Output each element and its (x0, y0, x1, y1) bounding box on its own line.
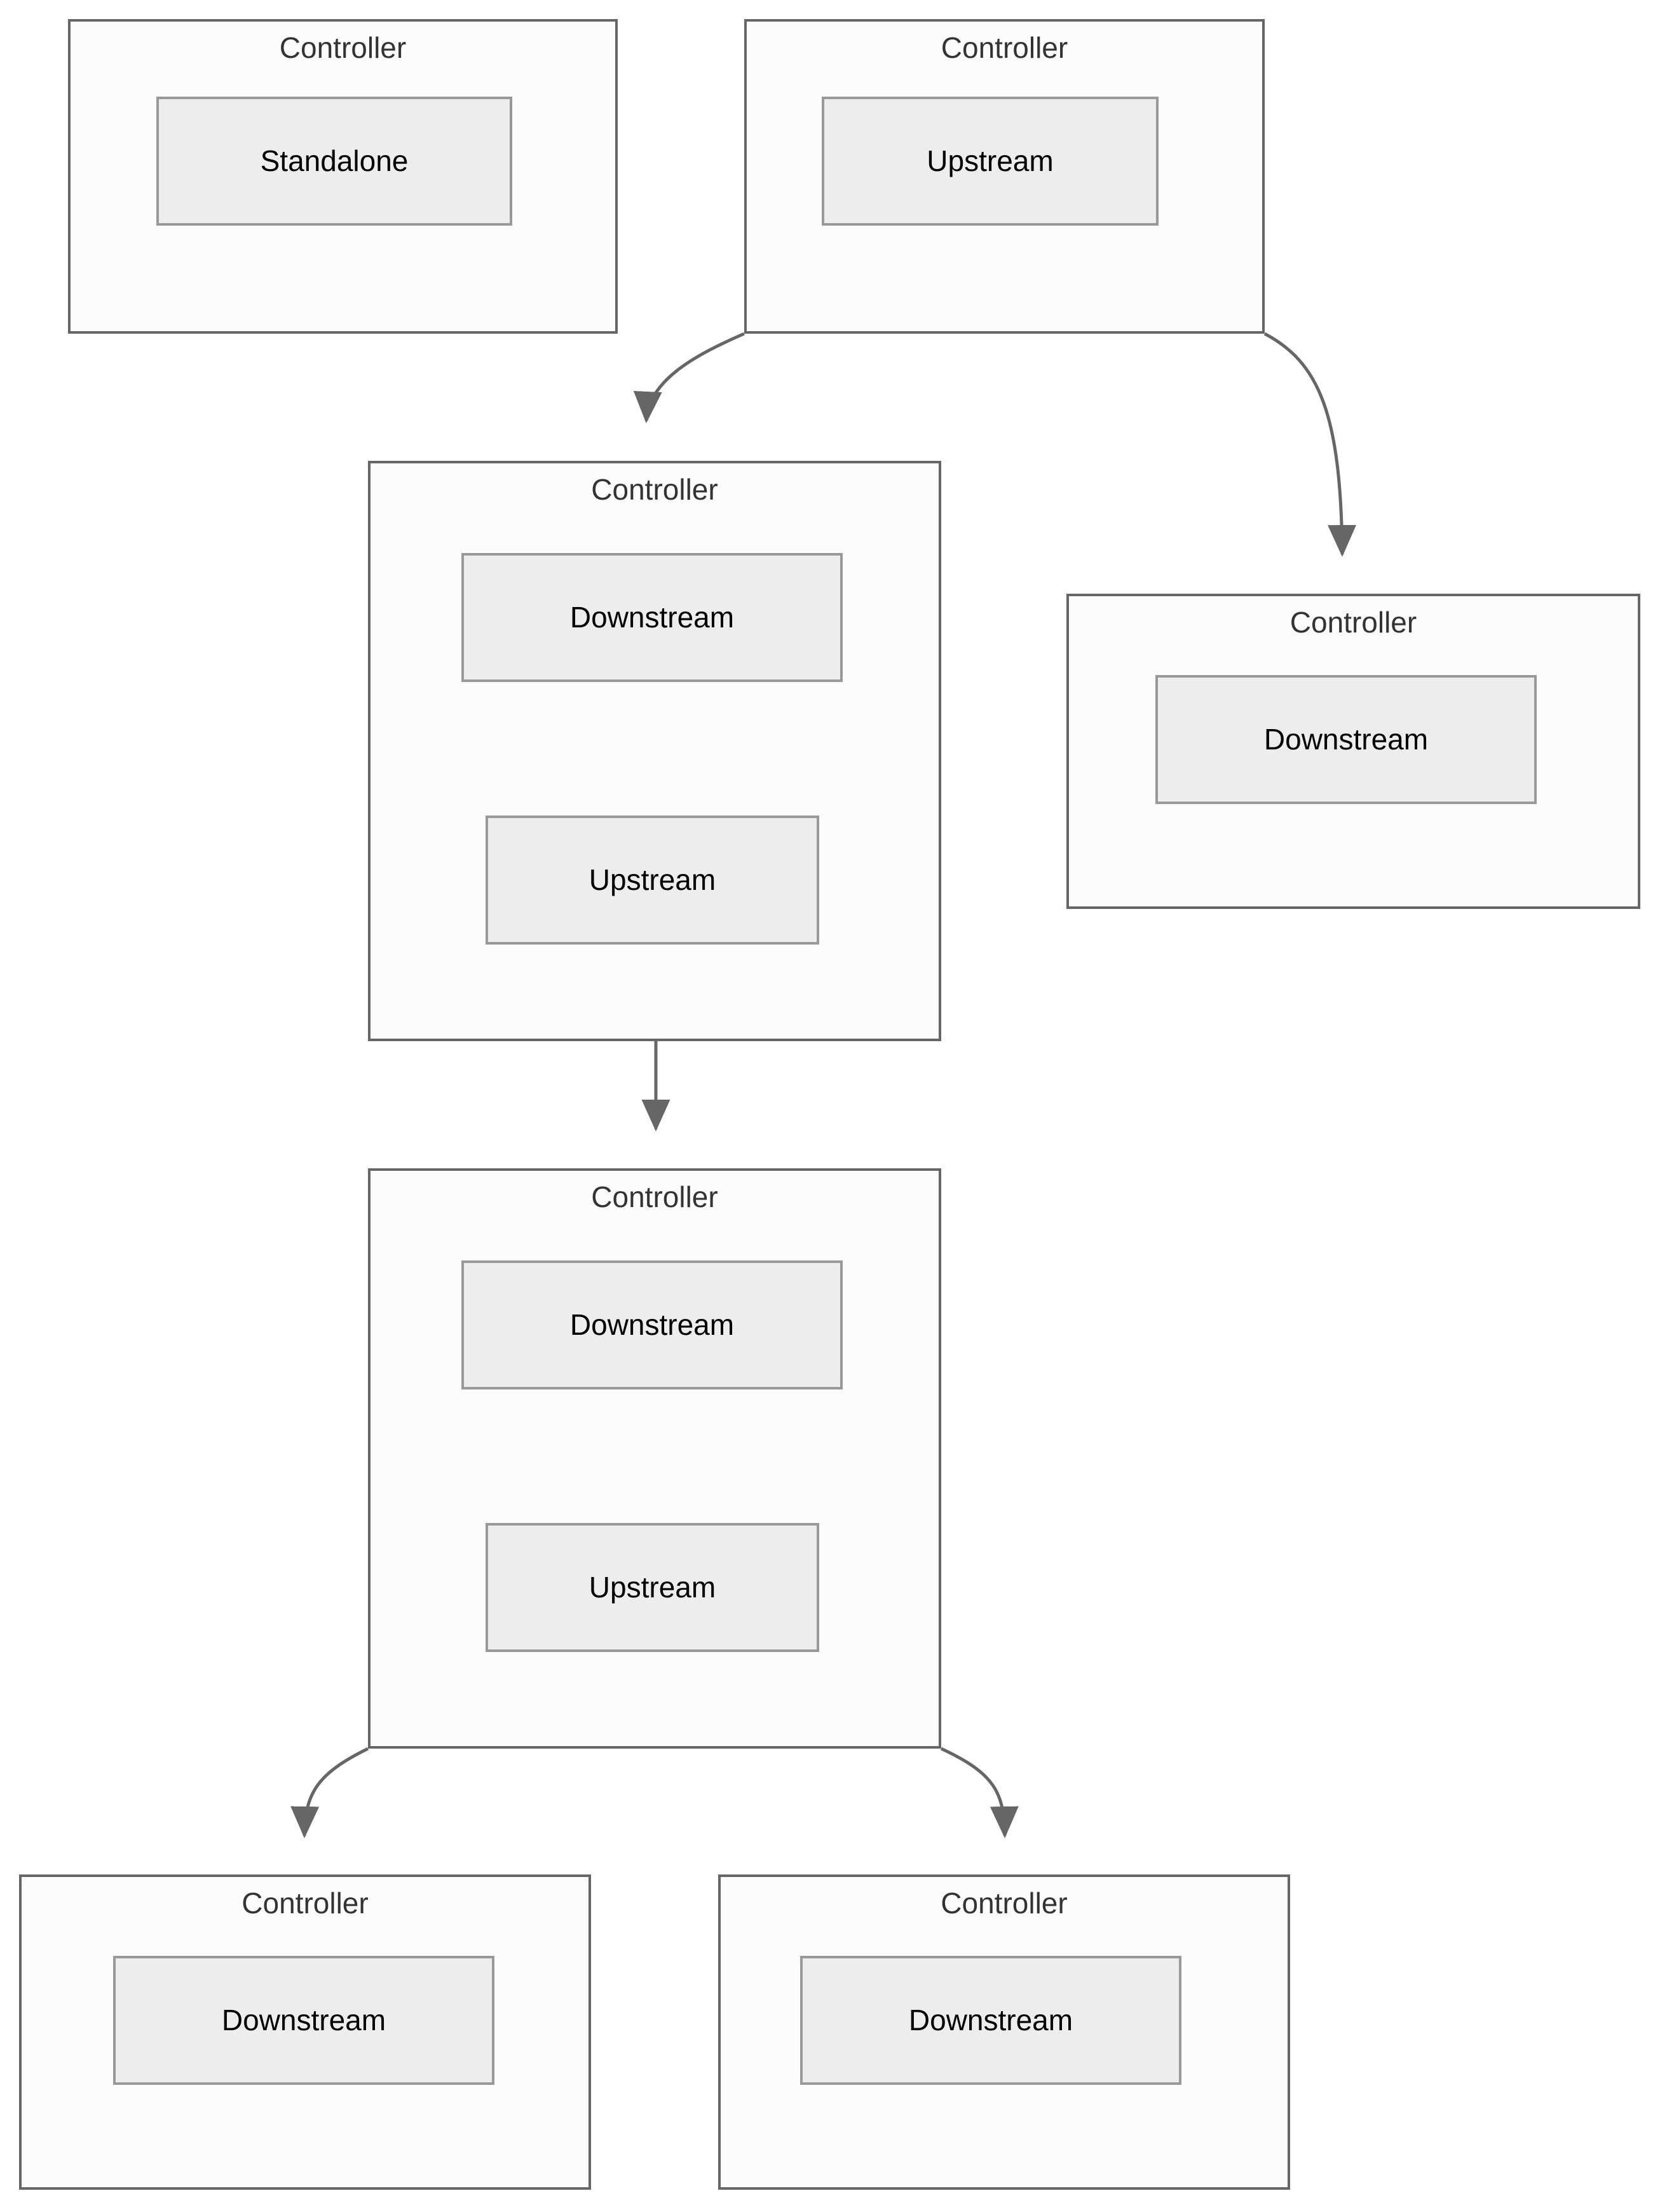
node-bottom-left-downstream[interactable]: Downstream (113, 1956, 494, 2085)
edge-mid2-to-bottom-right (940, 1747, 1019, 1838)
node-standalone[interactable]: Standalone (156, 97, 512, 226)
controller-mid-2[interactable]: Controller (368, 1168, 941, 1749)
edge-mid2-to-bottom-left (290, 1747, 369, 1838)
controller-title: Controller (1289, 606, 1417, 639)
node-label: Upstream (588, 863, 716, 897)
node-root-upstream[interactable]: Upstream (822, 97, 1159, 226)
controller-title: Controller (591, 473, 718, 506)
controller-mid-1[interactable]: Controller (368, 461, 941, 1041)
node-right-downstream[interactable]: Downstream (1155, 675, 1537, 804)
controller-title: Controller (242, 1887, 369, 1920)
node-label: Downstream (569, 601, 735, 634)
controller-title: Controller (591, 1180, 718, 1213)
node-label: Downstream (1263, 723, 1429, 756)
edge-root-to-mid1 (633, 332, 745, 423)
controller-title: Controller (279, 31, 407, 64)
node-mid1-upstream[interactable]: Upstream (486, 816, 819, 945)
node-label: Upstream (588, 1571, 716, 1604)
node-label: Downstream (221, 2004, 386, 2037)
node-mid2-upstream[interactable]: Upstream (486, 1523, 819, 1652)
node-mid1-downstream[interactable]: Downstream (461, 553, 843, 682)
node-label: Upstream (927, 144, 1054, 178)
controller-title: Controller (941, 1887, 1068, 1920)
controller-title: Controller (941, 31, 1068, 64)
node-label: Downstream (569, 1308, 735, 1342)
node-bottom-right-downstream[interactable]: Downstream (800, 1956, 1181, 2085)
edge-root-to-right (1263, 332, 1357, 557)
node-label: Standalone (260, 144, 409, 178)
node-label: Downstream (908, 2004, 1073, 2037)
node-mid2-downstream[interactable]: Downstream (461, 1260, 843, 1389)
